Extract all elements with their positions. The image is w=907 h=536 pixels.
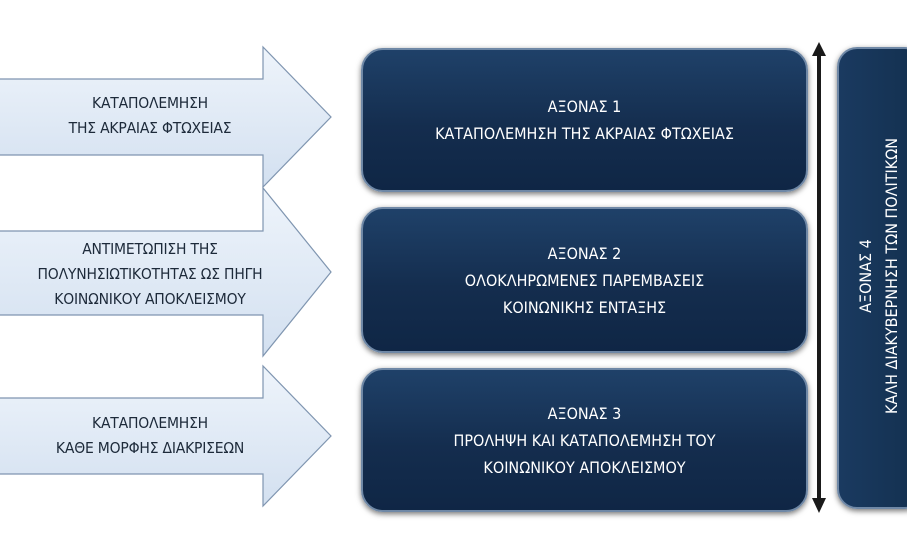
axis-3-box: ΑΞΟΝΑΣ 3 ΠΡΟΛΗΨΗ ΚΑΙ ΚΑΤΑΠΟΛΕΜΗΣΗ ΤΟΥ ΚΟ…	[361, 368, 808, 512]
axis-4-title: ΑΞΟΝΑΣ 4	[856, 239, 875, 313]
arrow-3-line-1: ΚΑΤΑΠΟΛΕΜΗΣΗ	[92, 414, 208, 432]
arrow-3-line-2: ΚΑΘΕ ΜΟΡΦΗΣ ΔΙΑΚΡΙΣΕΩΝ	[55, 439, 245, 457]
axis-1-desc: ΚΑΤΑΠΟΛΕΜΗΣΗ ΤΗΣ ΑΚΡΑΙΑΣ ΦΤΩΧΕΙΑΣ	[435, 124, 734, 143]
axis-1-box: ΑΞΟΝΑΣ 1 ΚΑΤΑΠΟΛΕΜΗΣΗ ΤΗΣ ΑΚΡΑΙΑΣ ΦΤΩΧΕΙ…	[361, 48, 808, 192]
arrow-shape-3	[0, 364, 332, 508]
axis-3-desc-1: ΠΡΟΛΗΨΗ ΚΑΙ ΚΑΤΑΠΟΛΕΜΗΣΗ ΤΟΥ	[453, 430, 716, 450]
arrow-shape-2	[0, 186, 332, 358]
arrow-1-line-1: ΚΑΤΑΠΟΛΕΜΗΣΗ	[92, 94, 208, 112]
axis-2-desc-1: ΟΛΟΚΛΗΡΩΜΕΝΕΣ ΠΑΡΕΜΒΑΣΕΙΣ	[464, 270, 705, 290]
axis-4-box	[837, 47, 907, 509]
axis-1-title: ΑΞΟΝΑΣ 1	[547, 97, 622, 116]
arrow-2-line-3: ΚΟΙΝΩΝΙΚΟΥ ΑΠΟΚΛΕΙΣΜΟΥ	[54, 290, 246, 308]
axis-4-label: ΑΞΟΝΑΣ 4 ΚΑΛΗ ΔΙΑΚΥΒΕΡΝΗΣΗ ΤΩΝ ΠΟΛΙΤΙΚΩΝ	[853, 138, 905, 414]
axis-2-box: ΑΞΟΝΑΣ 2 ΟΛΟΚΛΗΡΩΜΕΝΕΣ ΠΑΡΕΜΒΑΣΕΙΣ ΚΟΙΝΩ…	[361, 207, 808, 353]
arrow-1-line-2: ΤΗΣ ΑΚΡΑΙΑΣ ΦΤΩΧΕΙΑΣ	[68, 119, 232, 137]
arrow-label-3: ΚΑΤΑΠΟΛΕΜΗΣΗ ΚΑΘΕ ΜΟΡΦΗΣ ΔΙΑΚΡΙΣΕΩΝ	[0, 411, 300, 461]
double-arrow	[812, 42, 826, 513]
axis-2-title: ΑΞΟΝΑΣ 2	[547, 243, 622, 263]
arrow-label-1: ΚΑΤΑΠΟΛΕΜΗΣΗ ΤΗΣ ΑΚΡΑΙΑΣ ΦΤΩΧΕΙΑΣ	[0, 91, 300, 141]
arrow-label-2: ΑΝΤΙΜΕΤΩΠΙΣΗ ΤΗΣ ΠΟΛΥΝΗΣΙΩΤΙΚΟΤΗΤΑΣ ΩΣ Π…	[0, 237, 300, 312]
axis-3-desc-2: ΚΟΙΝΩΝΙΚΟΥ ΑΠΟΚΛΕΙΣΜΟΥ	[483, 457, 686, 477]
arrow-2-line-2: ΠΟΛΥΝΗΣΙΩΤΙΚΟΤΗΤΑΣ ΩΣ ΠΗΓΗ	[37, 265, 263, 283]
axis-2-desc-2: ΚΟΙΝΩΝΙΚΗΣ ΕΝΤΑΞΗΣ	[502, 297, 667, 317]
arrow-2-line-1: ΑΝΤΙΜΕΤΩΠΙΣΗ ΤΗΣ	[82, 240, 218, 258]
axis-4-desc: ΚΑΛΗ ΔΙΑΚΥΒΕΡΝΗΣΗ ΤΩΝ ΠΟΛΙΤΙΚΩΝ	[882, 137, 901, 415]
axis-3-title: ΑΞΟΝΑΣ 3	[547, 403, 622, 423]
arrow-shape-1	[0, 45, 332, 189]
double-arrow-shape	[812, 42, 826, 513]
arrows-layer	[0, 45, 332, 508]
